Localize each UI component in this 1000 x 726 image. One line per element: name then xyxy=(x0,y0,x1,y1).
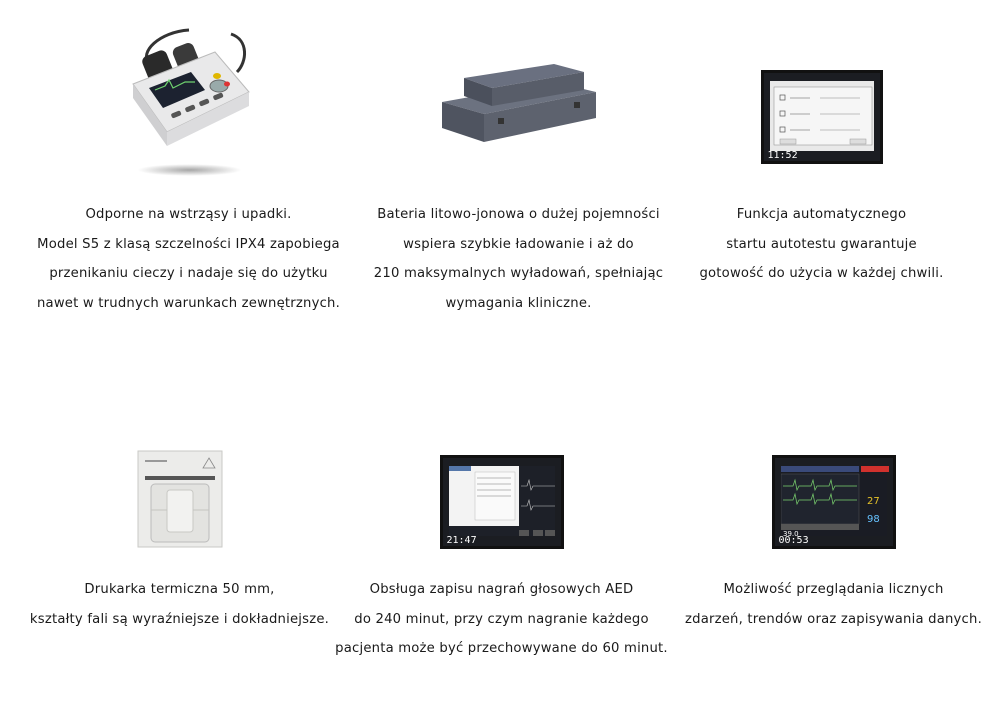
thermal-printer-icon xyxy=(137,450,223,548)
feature-caption: Funkcja automatycznego startu autotestu … xyxy=(699,207,944,281)
svg-text:39.0: 39.0 xyxy=(783,530,799,538)
svg-text:27: 27 xyxy=(867,496,880,507)
svg-text:98: 98 xyxy=(867,514,880,525)
voice-recording-screen-icon: 21:47 xyxy=(439,455,564,549)
feature-caption: Drukarka termiczna 50 mm, kształty fali … xyxy=(29,582,330,627)
feature-caption: Odporne na wstrząsy i upadki. Model S5 z… xyxy=(36,207,341,311)
feature-caption: Obsługa zapisu nagrań głosowych AED do 2… xyxy=(335,582,668,656)
defibrillator-icon xyxy=(119,22,259,176)
battery-icon xyxy=(434,62,604,147)
feature-caption: Możliwość przeglądania licznych zdarzeń,… xyxy=(685,582,982,627)
event-review-screen-icon: 27 98 39.0 00:53 xyxy=(771,455,896,549)
feature-caption: Bateria litowo-jonowa o dużej pojemności… xyxy=(373,207,664,311)
self-test-screen-icon: 11:52 xyxy=(760,70,883,164)
